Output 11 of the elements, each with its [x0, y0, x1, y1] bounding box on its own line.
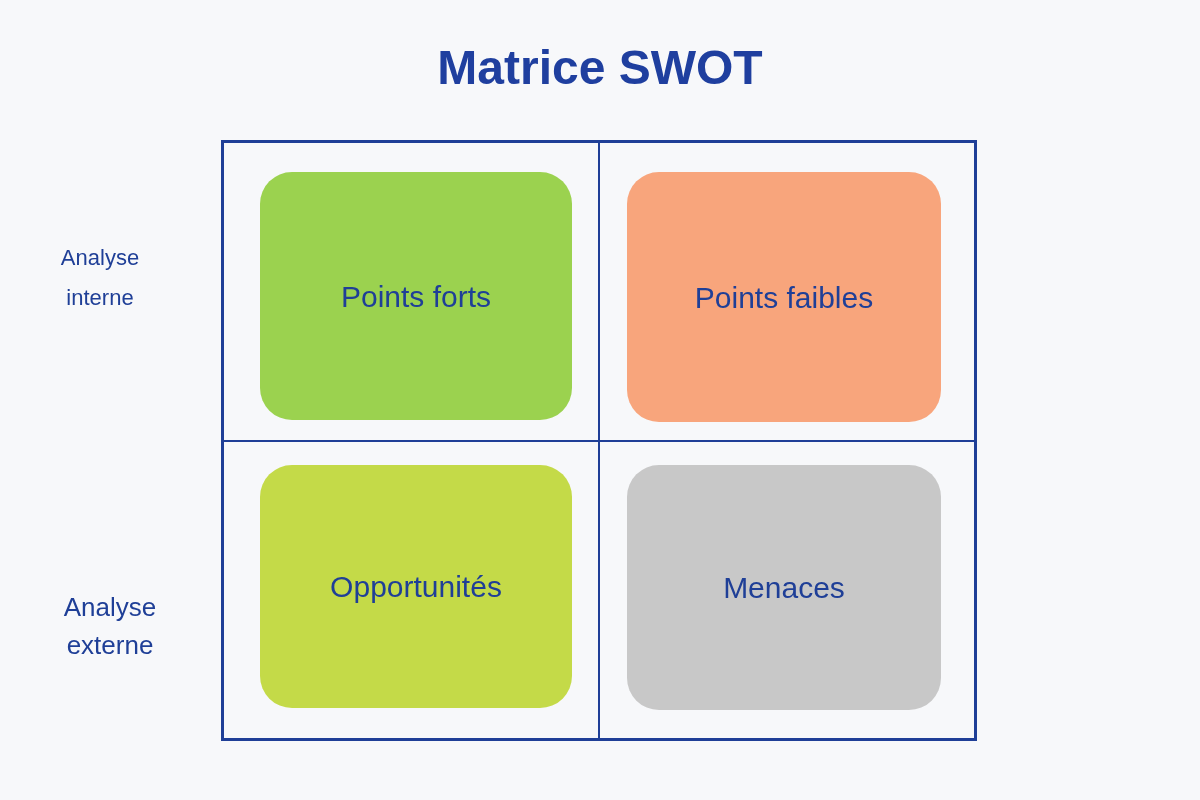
row-label: Analyse interne [59, 244, 141, 312]
quadrant-label: Opportunités [330, 569, 502, 605]
quadrant-box [260, 172, 572, 420]
quadrant-box [627, 465, 941, 710]
quadrant-label: Points faibles [694, 279, 874, 316]
quadrant-box [260, 465, 572, 708]
quadrant-box [627, 172, 941, 422]
row-label: Analyse externe [62, 591, 158, 662]
quadrant-label: Menaces [723, 570, 845, 606]
quadrant-label: Points forts [340, 278, 492, 315]
title: Matrice SWOT [437, 44, 763, 92]
